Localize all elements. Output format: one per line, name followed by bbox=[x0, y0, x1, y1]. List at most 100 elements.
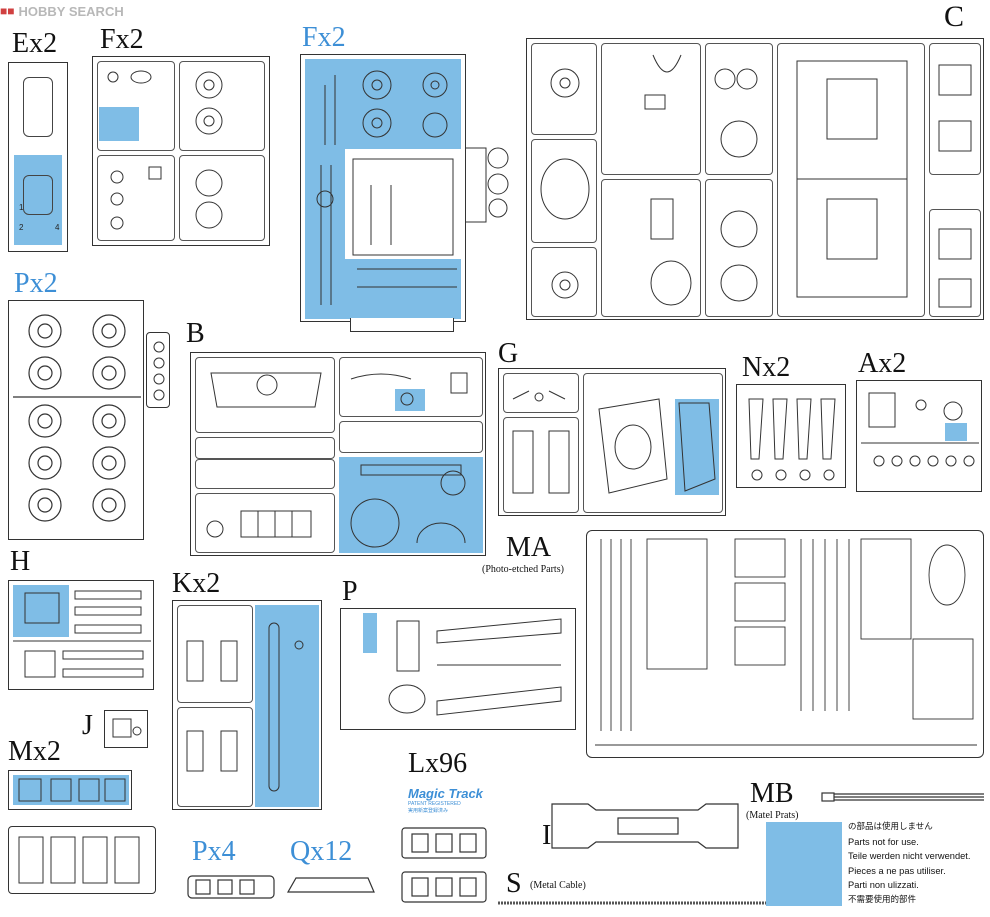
part-number: 1 bbox=[19, 203, 24, 212]
sprue-sublabel-ma: (Photo-etched Parts) bbox=[482, 564, 564, 575]
sprue-cell bbox=[531, 247, 597, 317]
metal-barrel-mb bbox=[821, 792, 984, 802]
sprue-cell bbox=[339, 357, 483, 417]
unused-parts-highlight bbox=[363, 613, 377, 653]
magic-track-logo: Magic Track PATENT REGISTERED 実用新案登録済み bbox=[408, 786, 484, 814]
sprue-label-p-small: P bbox=[342, 576, 358, 607]
sprue-f-blue-gears bbox=[466, 147, 509, 223]
part bbox=[23, 175, 53, 215]
sprue-label-h: H bbox=[10, 546, 31, 577]
sprue-label-f-blue: Fx2 bbox=[302, 22, 346, 53]
sprue-cell bbox=[97, 61, 175, 151]
sprue-i bbox=[551, 803, 739, 849]
legend-swatch bbox=[766, 822, 842, 906]
sprue-c bbox=[526, 38, 984, 320]
unused-parts-highlight bbox=[945, 423, 967, 441]
sprue-cell bbox=[777, 43, 925, 317]
sprue-cell bbox=[179, 61, 265, 151]
sprue-cell bbox=[195, 493, 335, 553]
sprue-m bbox=[8, 770, 132, 810]
sprue-k-parts bbox=[186, 622, 304, 792]
sprue-e: 1 2 4 bbox=[8, 62, 68, 252]
sprue-j-parts bbox=[112, 718, 142, 738]
sprue-label-j: J bbox=[82, 710, 93, 741]
sprue-cell bbox=[601, 43, 701, 175]
sprue-f-blue bbox=[300, 54, 466, 322]
sprue-cell bbox=[705, 43, 773, 175]
sprue-cell bbox=[601, 179, 701, 317]
magic-track-patent: PATENT REGISTERED bbox=[408, 801, 461, 807]
sprue-cell bbox=[339, 421, 483, 453]
notice-de: Teile werden nicht verwendet. bbox=[848, 851, 971, 861]
sprue-label-f-left: Fx2 bbox=[100, 24, 144, 55]
sprue-label-q-track: Qx12 bbox=[290, 836, 353, 867]
unused-parts-highlight bbox=[99, 107, 139, 141]
small-parts bbox=[153, 341, 165, 401]
unused-parts-highlight bbox=[305, 149, 345, 319]
sprue-g-parts bbox=[512, 390, 716, 494]
sprue-sublabel-mb: (Matel Prats) bbox=[746, 810, 799, 821]
sprue-k bbox=[172, 600, 322, 810]
sprue-m-parts bbox=[18, 778, 126, 802]
sprue-cell bbox=[705, 179, 773, 317]
sprue-label-p-wheels: Px2 bbox=[14, 268, 58, 299]
sprue-h bbox=[8, 580, 154, 690]
sprue-sublabel-s: (Metal Cable) bbox=[530, 880, 586, 891]
sprue-f-blue-parts bbox=[316, 70, 457, 305]
sprue-b bbox=[190, 352, 486, 556]
part-number: 2 bbox=[19, 223, 24, 232]
sprue-label-k: Kx2 bbox=[172, 568, 221, 599]
sprue-cell bbox=[929, 43, 981, 175]
sprue-f-left bbox=[92, 56, 270, 246]
unused-parts-highlight bbox=[14, 155, 62, 245]
sprue-p-wheels bbox=[8, 300, 144, 540]
photo-etch-parts bbox=[595, 538, 977, 746]
sprue-cell bbox=[177, 707, 253, 807]
sprue-a bbox=[856, 380, 982, 492]
sprue-f-left-parts bbox=[107, 70, 223, 230]
sprue-cell bbox=[97, 155, 175, 241]
sprue-p-small-parts bbox=[146, 332, 170, 408]
sprue-cell bbox=[179, 155, 265, 241]
unused-parts-highlight bbox=[305, 59, 461, 149]
sprue-label-mb: MB bbox=[750, 778, 794, 809]
notice-en: Parts not for use. bbox=[848, 836, 919, 847]
watermark-badge: ■■ bbox=[0, 4, 15, 18]
photo-etch-fret-ma bbox=[586, 530, 984, 758]
sprue-cell bbox=[929, 209, 981, 317]
sprue-n bbox=[736, 384, 846, 488]
sprue-n-parts bbox=[748, 398, 836, 481]
sprue-cell bbox=[531, 139, 597, 243]
sprue-cell bbox=[583, 373, 723, 513]
sprue-cell bbox=[177, 605, 253, 703]
sprue-label-p-track: Px4 bbox=[192, 836, 236, 867]
sprue-label-b: B bbox=[186, 318, 205, 349]
magic-track-patent-jp: 実用新案登録済み bbox=[408, 808, 449, 814]
unused-parts-highlight bbox=[255, 605, 319, 807]
sprue-cell bbox=[195, 357, 335, 433]
sprue-label-ma: MA bbox=[506, 532, 552, 563]
unused-parts-notice: の部品は使用しません Parts not for use. Teile werd… bbox=[848, 820, 988, 907]
sprue-label-i: I bbox=[542, 820, 552, 851]
sprue-label-l: Lx96 bbox=[408, 748, 468, 779]
unused-parts-highlight bbox=[13, 585, 69, 637]
sprue-label-c: C bbox=[944, 0, 965, 33]
sprue-label-s: S bbox=[506, 868, 522, 899]
notice-jp: の部品は使用しません bbox=[848, 822, 933, 832]
magic-track-brand: Magic Track bbox=[408, 786, 483, 801]
sprue-m-lower bbox=[8, 826, 156, 894]
notice-it: Parti non ulizzati. bbox=[848, 880, 919, 890]
track-links-q bbox=[286, 877, 375, 893]
sprue-label-n: Nx2 bbox=[742, 352, 791, 383]
sprue-j bbox=[104, 710, 148, 748]
notice-fr: Pieces a ne pas utiliser. bbox=[848, 865, 946, 876]
sprue-p-small bbox=[340, 608, 576, 730]
sprue-cell bbox=[503, 417, 579, 513]
sprue-cell bbox=[195, 459, 335, 489]
sprue-label-m: Mx2 bbox=[8, 736, 61, 767]
part-number: 4 bbox=[55, 223, 60, 232]
track-links-l bbox=[401, 827, 487, 903]
sprue-label-e: Ex2 bbox=[12, 28, 58, 59]
sprue-cell bbox=[195, 437, 335, 459]
part bbox=[23, 77, 53, 137]
